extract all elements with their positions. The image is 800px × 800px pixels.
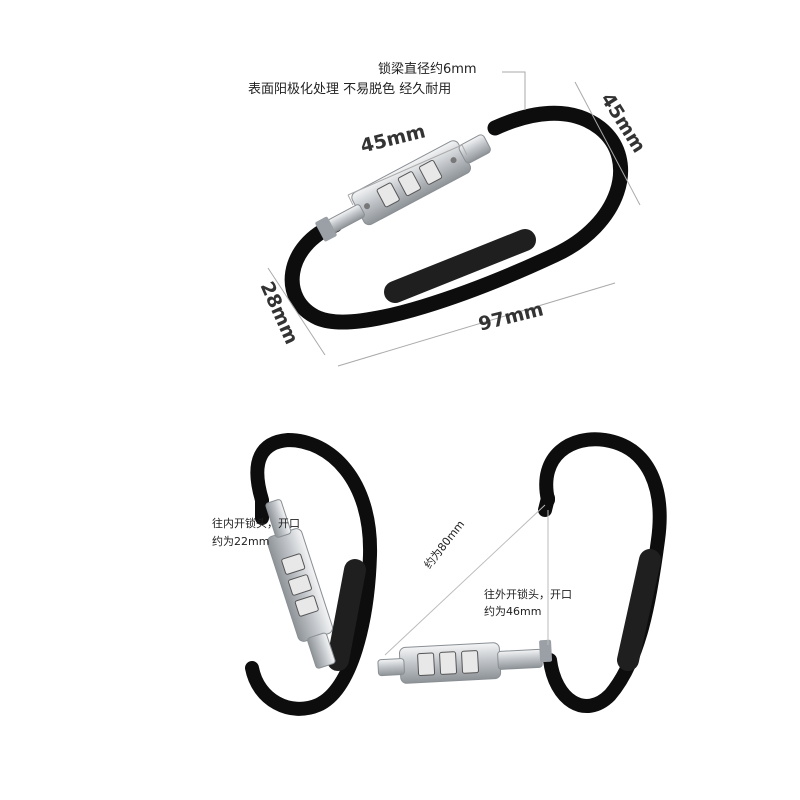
- top-carabiner-grip: [384, 229, 536, 303]
- bottom-right-lock: [377, 639, 553, 684]
- bottom-dimension-lines: [384, 504, 549, 656]
- outward-opening-size: 约为46mm: [484, 605, 542, 618]
- bottom-right-carabiner: [377, 432, 667, 713]
- top-lock-dials: [376, 159, 443, 208]
- top-dimension-lines: [267, 71, 641, 367]
- shackle-diameter-label: 锁梁直径约6mm: [378, 62, 477, 77]
- top-carabiner: [284, 105, 629, 330]
- outward-opening-label: 往外开锁头，开口: [484, 588, 572, 601]
- bottom-left-carabiner: [245, 432, 378, 716]
- top-carabiner-body: [284, 105, 629, 330]
- bottom-left-grip: [327, 559, 366, 671]
- inward-opening-size: 约为22mm: [212, 535, 270, 548]
- bottom-right-grip: [617, 549, 661, 671]
- top-combination-lock: [315, 134, 491, 242]
- finish-label: 表面阳极化处理 不易脱色 经久耐用: [248, 82, 452, 97]
- bottom-left-lock: [265, 499, 336, 669]
- inward-opening-label: 往内开锁头，开口: [212, 517, 300, 530]
